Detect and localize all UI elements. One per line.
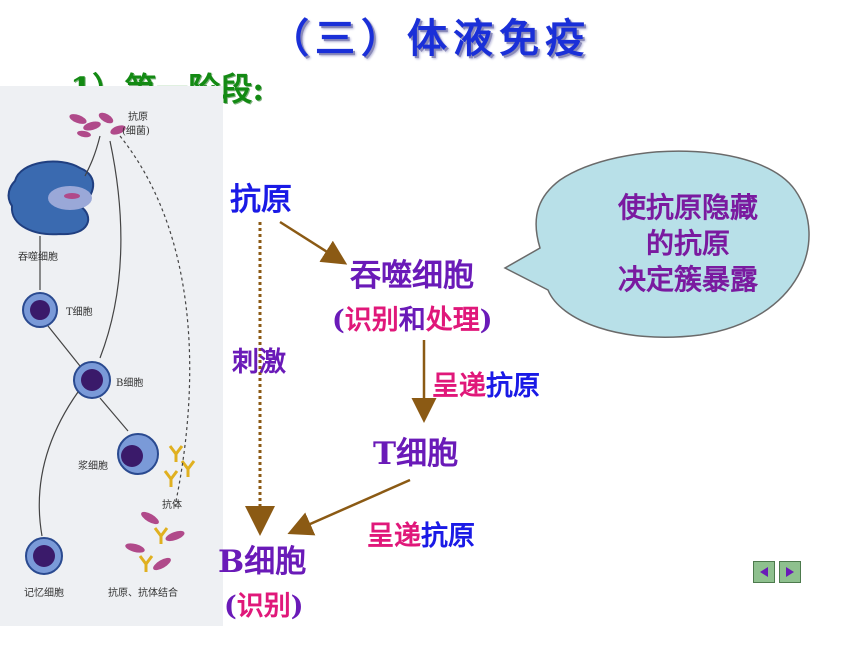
bubble-text: 使抗原隐藏 的抗原 决定簇暴露 xyxy=(588,190,788,298)
flow-phagocyte-note: (识别和处理) xyxy=(332,298,493,337)
bubble-line-2: 的抗原 xyxy=(645,227,730,260)
antibodies xyxy=(163,445,196,487)
diagram-label-antibody: 抗体 xyxy=(162,500,182,511)
t-cell-nucleus xyxy=(30,300,50,320)
flow-antigen: 抗原 xyxy=(230,182,292,218)
note-close-paren: ) xyxy=(479,305,493,336)
immune-diagram-image: 抗原 (细菌) 吞噬细胞 T细胞 B细胞 浆细胞 抗体 记忆细胞 抗原、抗体结合 xyxy=(0,86,223,626)
note-and: 和 xyxy=(398,305,426,336)
note-recognize: 识别 xyxy=(344,305,399,336)
plasma-cell-nucleus xyxy=(121,445,143,467)
flow-phagocyte: 吞噬细胞 xyxy=(350,258,474,294)
speech-bubble xyxy=(503,150,810,338)
memory-cell-nucleus xyxy=(33,545,55,567)
slide-nav xyxy=(753,561,801,583)
diagram-label-plasma-cell: 浆细胞 xyxy=(78,461,108,472)
diagram-label-memory-cell: 记忆细胞 xyxy=(24,588,64,599)
diagram-label-antigen: 抗原 xyxy=(128,112,148,123)
flow-b-cell: B细胞 xyxy=(218,544,307,580)
triangle-left-icon xyxy=(760,567,768,577)
present-2-object: 抗原 xyxy=(421,521,475,552)
flow-b-cell-note: (识别) xyxy=(224,584,304,623)
slide-title: （三）体液免疫 xyxy=(269,16,591,62)
arrow-t-cell-to-b-cell xyxy=(287,478,411,536)
next-slide-button[interactable] xyxy=(779,561,801,583)
diagram-label-antigen-antibody: 抗原、抗体结合 xyxy=(108,588,178,599)
note-open-paren: ( xyxy=(332,305,345,336)
diagram-arrows xyxy=(38,135,191,537)
antigen-antibody-complex xyxy=(125,511,185,572)
flow-present-1: 呈递抗原 xyxy=(432,364,540,403)
b-note-close: ) xyxy=(290,591,304,622)
immune-diagram-drawing xyxy=(7,112,196,575)
b-cell-nucleus xyxy=(81,369,103,391)
flow-stimulate: 刺激 xyxy=(232,347,286,378)
diagram-label-t-cell: T细胞 xyxy=(66,307,93,318)
triangle-right-icon xyxy=(786,567,794,577)
b-note-recognize: 识别 xyxy=(236,591,291,622)
present-2-verb: 呈递 xyxy=(367,521,421,552)
diagram-label-b-cell: B细胞 xyxy=(116,378,144,389)
bubble-line-3: 决定簇暴露 xyxy=(617,263,758,296)
antigen-particles xyxy=(69,112,126,138)
b-note-open: ( xyxy=(224,591,237,622)
bubble-line-1: 使抗原隐藏 xyxy=(617,191,758,224)
flow-present-2: 呈递抗原 xyxy=(367,514,475,553)
present-1-object: 抗原 xyxy=(486,371,540,402)
note-process: 处理 xyxy=(425,305,480,336)
prev-slide-button[interactable] xyxy=(753,561,775,583)
arrow-antigen-to-phagocyte xyxy=(279,220,348,265)
diagram-label-phagocyte: 吞噬细胞 xyxy=(18,252,58,263)
engulfed-antigen xyxy=(64,193,80,199)
flow-t-cell: T细胞 xyxy=(373,436,459,472)
present-1-verb: 呈递 xyxy=(432,371,486,402)
diagram-label-bacteria: (细菌) xyxy=(122,126,150,137)
